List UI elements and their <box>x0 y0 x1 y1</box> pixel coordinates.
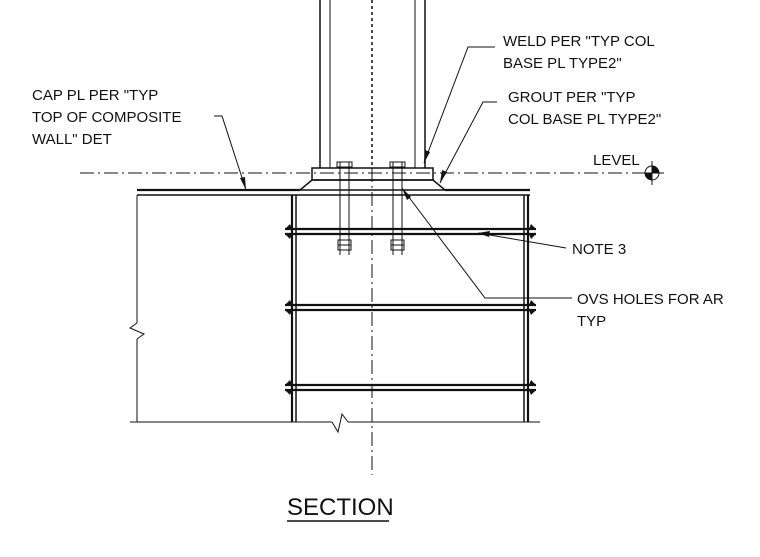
cap-pl-label: CAP PL PER "TYP TOP OF COMPOSITE WALL" D… <box>32 87 186 148</box>
level-label: LEVEL <box>593 152 640 169</box>
anchor-rods <box>336 161 406 255</box>
composite-wall <box>128 195 540 434</box>
note-3-label: NOTE 3 <box>572 241 626 258</box>
leader-lines <box>214 46 572 299</box>
level-marker-icon <box>640 161 664 185</box>
section-title: SECTION <box>287 494 394 521</box>
stiffener-plates <box>285 224 536 395</box>
cap-plate <box>137 188 530 196</box>
weld-label: WELD PER "TYP COL BASE PL TYPE2" <box>503 33 658 72</box>
ovs-holes-label: OVS HOLES FOR AR TYP <box>577 291 728 330</box>
grout-label: GROUT PER "TYP COL BASE PL TYPE2" <box>508 89 661 128</box>
